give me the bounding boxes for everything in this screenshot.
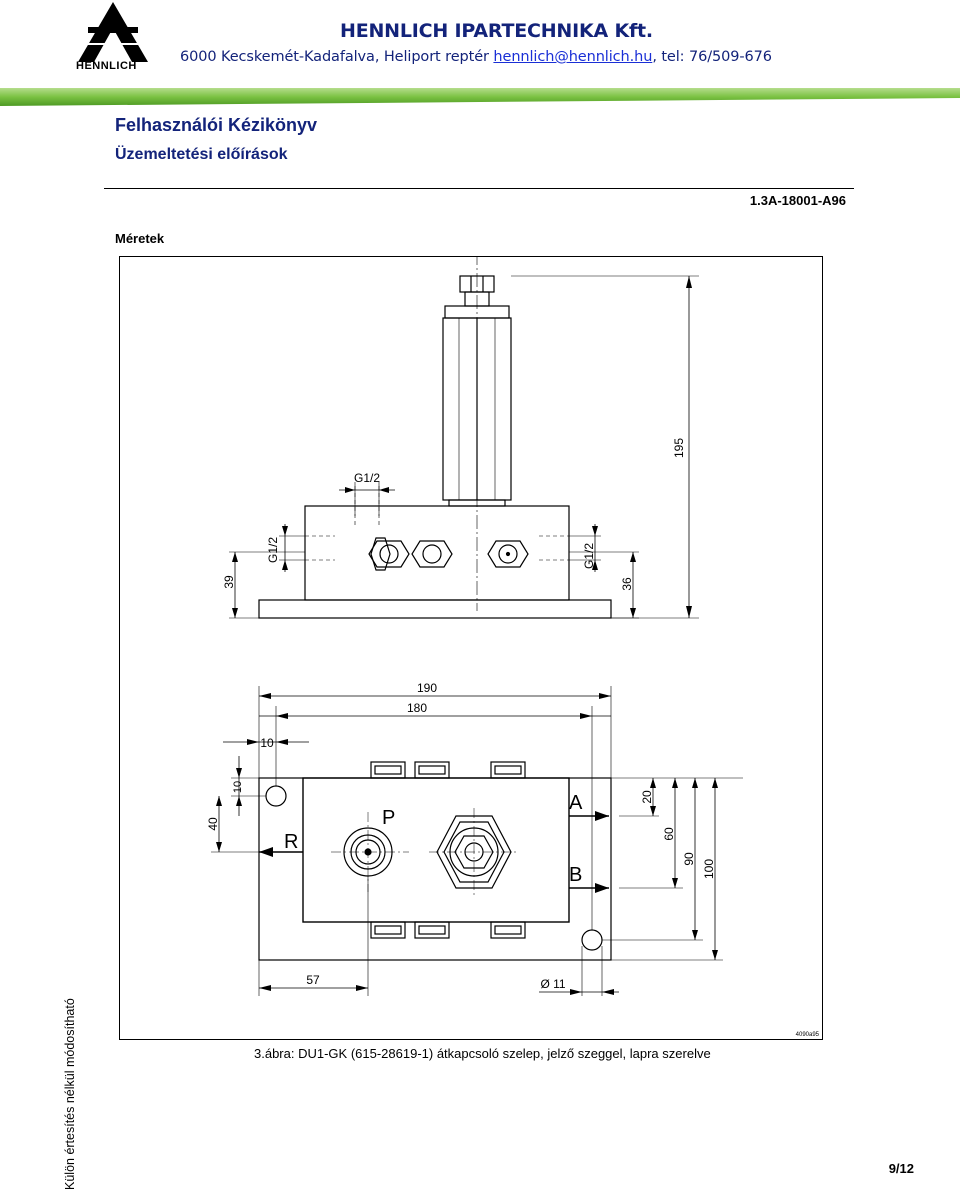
dim-36: 36 — [620, 577, 634, 591]
port-label-a: A — [569, 792, 583, 814]
logo-text: HENNLICH — [76, 60, 137, 72]
drawing-reference: 4090a95 — [796, 1032, 820, 1038]
company-name: HENNLICH IPARTECHNIKA Kft. — [340, 20, 653, 42]
port-hex-2 — [411, 540, 453, 568]
dim-10-left: 10 — [232, 781, 244, 793]
drawing-frame — [119, 256, 823, 1040]
dim-190: 190 — [417, 681, 437, 695]
port-hex-3 — [487, 540, 529, 568]
dim-g12-left: G1/2 — [266, 537, 280, 563]
company-address: 6000 Kecskemét-Kadafalva, Heliport repté… — [180, 49, 772, 65]
email-link[interactable]: hennlich@hennlich.hu — [493, 49, 653, 65]
top-view: P R A B 190 180 10 — [206, 681, 820, 1038]
port-hex-1 — [368, 537, 410, 571]
header-divider — [104, 188, 854, 189]
page-number: 9/12 — [888, 1161, 914, 1176]
dim-57: 57 — [306, 973, 320, 987]
address-suffix: , tel: 76/509-676 — [652, 49, 772, 65]
dim-10-top: 10 — [260, 736, 274, 750]
dim-g12-right: G1/2 — [582, 543, 596, 569]
dim-40: 40 — [206, 817, 220, 831]
dim-180: 180 — [407, 701, 427, 715]
dim-39: 39 — [222, 575, 236, 589]
dim-195: 195 — [672, 438, 686, 458]
top-ports — [370, 761, 526, 779]
dim-100: 100 — [702, 859, 716, 879]
doc-subtitle: Üzemeltetési előírások — [115, 146, 288, 163]
doc-id: 1.3A-18001-A96 — [749, 193, 846, 208]
port-label-r: R — [284, 831, 298, 853]
port-label-b: B — [569, 864, 582, 886]
dim-g12-top: G1/2 — [354, 471, 380, 485]
dim-90: 90 — [682, 852, 696, 866]
header-green-bar — [0, 88, 960, 106]
side-note: Külön értesítés nélkül módosítható — [63, 998, 77, 1190]
dim-diameter-11: Ø 11 — [540, 977, 565, 991]
dim-60: 60 — [662, 827, 676, 841]
section-heading: Méretek — [115, 231, 165, 246]
side-view: 195 G1/2 G1/2 39 G1/2 36 — [222, 256, 699, 619]
address-prefix: 6000 Kecskemét-Kadafalva, Heliport repté… — [180, 49, 494, 65]
technical-drawing: 195 G1/2 G1/2 39 G1/2 36 — [206, 256, 820, 1038]
hennlich-logo — [78, 2, 148, 62]
port-label-p: P — [382, 807, 395, 829]
figure-caption: 3.ábra: DU1-GK (615-28619-1) átkapcsoló … — [254, 1046, 711, 1061]
bottom-ports — [370, 921, 526, 939]
dim-20: 20 — [640, 790, 654, 804]
doc-title: Felhasználói Kézikönyv — [115, 115, 318, 135]
